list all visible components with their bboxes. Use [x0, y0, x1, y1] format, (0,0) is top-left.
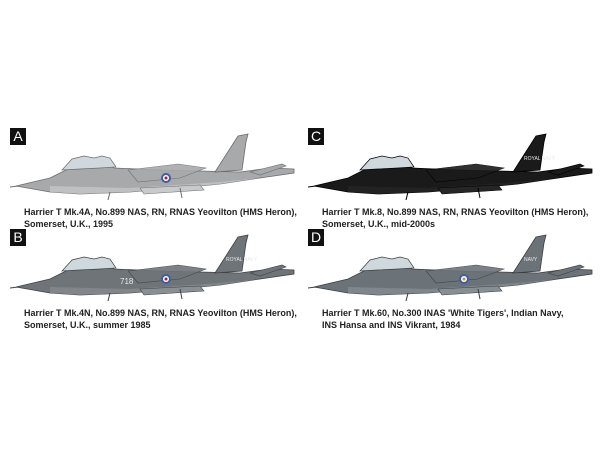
pitot-probe — [308, 185, 317, 188]
profile-caption: Harrier T Mk.60, No.300 INAS 'White Tige… — [322, 307, 600, 331]
gear-strut — [107, 292, 111, 302]
gear-strut — [477, 288, 481, 300]
profile-letter-badge: D — [308, 229, 324, 246]
aircraft-profile-b: ROYAL NAVY 718 — [10, 234, 295, 302]
profile-panel-d: NAVY D Harrier T Mk.60, No.300 INAS 'Whi… — [308, 229, 598, 349]
caption-line: Harrier T Mk.8, No.899 NAS, RN, RNAS Yeo… — [322, 207, 589, 217]
canopy-shape — [61, 155, 117, 171]
tailplane-shape — [248, 264, 287, 277]
ventral-pod-shape — [139, 184, 205, 195]
pitot-probe — [10, 286, 19, 289]
profile-caption: Harrier T Mk.4A, No.899 NAS, RN, RNAS Ye… — [24, 206, 309, 230]
wing-shape — [425, 264, 506, 284]
profile-panel-b: ROYAL NAVY 718 B Harrier T Mk.4N, No.899 … — [10, 229, 300, 349]
caption-line: Harrier T Mk.4A, No.899 NAS, RN, RNAS Ye… — [24, 207, 297, 217]
profile-caption: Harrier T Mk.4N, No.899 NAS, RN, RNAS Ye… — [24, 307, 309, 331]
wing-shape — [127, 264, 208, 284]
pitot-probe — [10, 185, 19, 188]
tail-fin-shape — [512, 133, 547, 173]
profile-panel-c: ROYAL NAVY C Harrier T Mk.8, No.899 NAS,… — [308, 128, 598, 248]
profile-letter-badge: C — [308, 128, 324, 145]
roundel-inner — [164, 277, 168, 281]
wing-shape — [127, 163, 208, 183]
roundel-inner — [164, 176, 168, 180]
aircraft-profile-d: NAVY — [308, 234, 593, 302]
tailplane-shape — [546, 264, 585, 277]
fuselage-underside — [50, 178, 260, 194]
tailplane-shape — [546, 163, 585, 176]
fin-marking: NAVY — [524, 257, 538, 263]
tailplane-shape — [248, 163, 287, 176]
fuselage-underside — [348, 279, 558, 295]
gear-strut — [107, 191, 111, 201]
gear-strut — [179, 288, 183, 300]
gear-strut — [477, 187, 481, 199]
canopy-shape — [359, 155, 415, 171]
caption-line: Harrier T Mk.60, No.300 INAS 'White Tige… — [322, 308, 564, 318]
canopy-shape — [359, 256, 415, 272]
caption-line: INS Hansa and INS Vikrant, 1984 — [322, 320, 461, 330]
ventral-pod-shape — [139, 285, 205, 296]
roundel-inner — [462, 277, 466, 281]
fuselage-underside — [50, 279, 260, 295]
gear-strut — [405, 191, 409, 201]
caption-line: Somerset, U.K., 1995 — [24, 219, 114, 229]
fuselage-underside — [348, 178, 558, 194]
caption-line: Somerset, U.K., summer 1985 — [24, 320, 151, 330]
ventral-pod-shape — [437, 285, 503, 296]
fin-marking: ROYAL NAVY — [226, 257, 258, 263]
caption-line: Somerset, U.K., mid-2000s — [322, 219, 436, 229]
caption-line: Harrier T Mk.4N, No.899 NAS, RN, RNAS Ye… — [24, 308, 297, 318]
wing-shape — [425, 163, 506, 183]
nose-number: 718 — [120, 277, 134, 286]
tail-fin-shape — [512, 234, 547, 274]
fin-marking: ROYAL NAVY — [524, 156, 556, 162]
tail-fin-shape — [214, 234, 249, 274]
gear-strut — [405, 292, 409, 302]
ventral-pod-shape — [437, 184, 503, 195]
pitot-probe — [308, 286, 317, 289]
profile-letter-badge: B — [10, 229, 26, 246]
aircraft-profile-a — [10, 133, 295, 201]
tail-fin-shape — [214, 133, 249, 173]
gear-strut — [179, 187, 183, 199]
profile-letter-badge: A — [10, 128, 26, 145]
canopy-shape — [61, 256, 117, 272]
profile-caption: Harrier T Mk.8, No.899 NAS, RN, RNAS Yeo… — [322, 206, 600, 230]
aircraft-profile-c: ROYAL NAVY — [308, 133, 593, 201]
profile-panel-a: A Harrier T Mk.4A, No.899 NAS, RN, RNAS … — [10, 128, 300, 248]
